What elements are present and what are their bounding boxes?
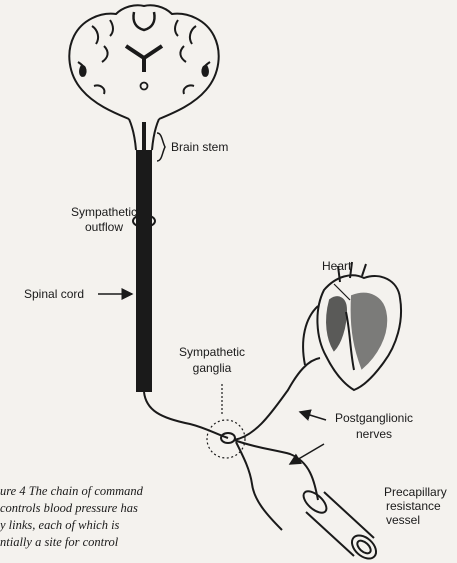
label-brain-stem: Brain stem — [171, 140, 228, 154]
label-precapillary-line2: resistance — [386, 499, 441, 513]
heart-illustration — [317, 262, 401, 390]
label-precapillary-line1: Precapillary — [384, 485, 447, 499]
postganglionic-nerve-branch — [236, 442, 282, 530]
label-postganglionic-line2: nerves — [356, 427, 392, 441]
caption-line-3: y links, each of which is — [0, 518, 120, 532]
brain-stem-brace — [157, 133, 165, 161]
caption-line-1: ure 4 The chain of command — [0, 484, 144, 498]
label-spinal-cord: Spinal cord — [24, 287, 84, 301]
label-sympathetic-outflow-line2: outflow — [85, 220, 123, 234]
label-sympathetic-outflow-line1: Sympathetic — [71, 205, 137, 219]
caption-line-4: ntially a site for control — [0, 535, 119, 549]
resistance-vessel — [300, 487, 381, 563]
postganglionic-arrow-lower — [290, 444, 324, 464]
label-heart: Heart — [322, 259, 352, 273]
caption-line-2: controls blood pressure has — [0, 501, 138, 515]
postganglionic-nerve-heart — [234, 358, 320, 440]
nerve-to-heart-upper — [303, 306, 318, 365]
label-precapillary-line3: vessel — [386, 513, 420, 527]
label-sympathetic-ganglia-line1: Sympathetic — [179, 345, 245, 359]
preganglionic-nerve — [144, 392, 228, 438]
label-postganglionic-line1: Postganglionic — [335, 411, 413, 425]
spinal-cord — [136, 122, 152, 392]
label-sympathetic-ganglia-line2: ganglia — [193, 361, 232, 375]
postganglionic-arrow-upper — [300, 412, 326, 420]
